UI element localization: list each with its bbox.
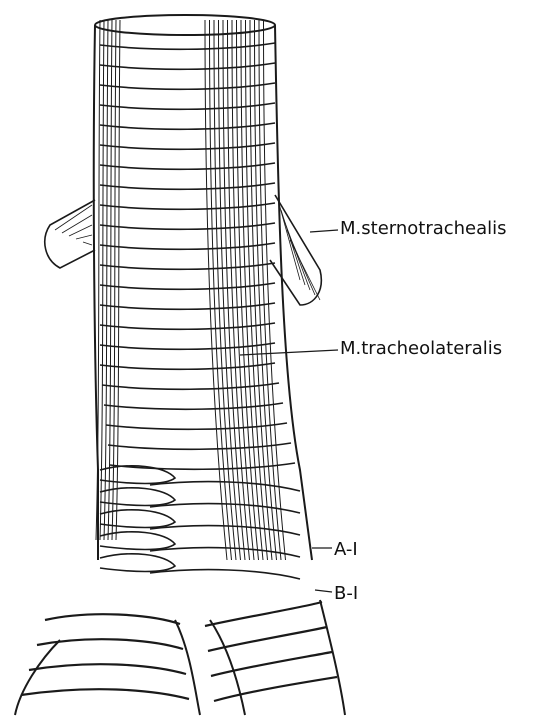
tracheal-ring <box>100 143 275 149</box>
bronchial-ring-right <box>150 548 300 557</box>
tracheal-ring <box>102 383 279 389</box>
tracheal-ring <box>100 343 275 349</box>
bronchus-ring-right <box>214 677 337 701</box>
tracheal-ring <box>100 303 275 309</box>
muscle-fiber-left <box>108 20 112 540</box>
tracheal-ring <box>100 103 275 109</box>
bronchial-ring-right <box>150 570 300 579</box>
tracheal-ring <box>100 123 275 129</box>
tracheal-ring <box>100 43 275 49</box>
tracheal-ring <box>108 443 291 449</box>
sternotrachealis-fiber <box>83 242 92 245</box>
tracheal-ring <box>100 163 275 169</box>
bronchial-ring-left <box>100 488 175 506</box>
tracheal-ring <box>100 203 275 209</box>
bronchus-ring-left <box>29 664 186 674</box>
muscle-fiber-left <box>100 20 104 540</box>
trachea-outline <box>94 25 312 560</box>
sternotrachealis-left <box>45 200 95 268</box>
muscle-fiber-left <box>116 20 120 540</box>
label-b-i: B-I <box>334 585 358 603</box>
tracheal-ring <box>100 323 275 329</box>
bronchial-ring-left <box>100 510 175 528</box>
label-m-sternotrachealis: M.sternotrachealis <box>340 220 507 238</box>
tracheal-ring <box>100 183 275 189</box>
muscle-fiber-right <box>259 20 281 560</box>
sternotrachealis-fiber <box>62 215 92 233</box>
tracheal-ring <box>104 403 283 409</box>
bronchus-ring-left <box>45 614 180 624</box>
sternotrachealis-fiber <box>76 235 92 239</box>
tracheal-rings <box>94 15 312 560</box>
muscle-fiber-right <box>255 20 277 560</box>
bronchial-ring-right <box>150 504 300 513</box>
tracheal-ring <box>100 63 275 69</box>
muscle-fiber-right <box>250 20 272 560</box>
tracheal-ring <box>100 83 275 89</box>
bronchus-ring-left <box>21 689 189 699</box>
bronchus-ring-right <box>205 602 322 626</box>
bronchial-rings <box>15 466 345 715</box>
trachea-top-cut <box>95 15 275 35</box>
bronchial-ring-left <box>100 554 175 572</box>
bronchial-ring-left <box>100 532 175 550</box>
tracheal-ring <box>100 283 275 289</box>
leader-b-i <box>315 590 332 592</box>
tracheal-ring <box>100 223 275 229</box>
tracheal-ring <box>106 423 287 429</box>
bronchus-ring-right <box>208 627 327 651</box>
muscle-fiber-left <box>112 20 116 540</box>
sternotrachealis-fiber <box>290 240 320 300</box>
muscle-fiber-left <box>104 20 108 540</box>
bronchus-ring-left <box>37 639 183 649</box>
label-a-i: A-I <box>334 541 358 559</box>
label-m-tracheolateralis: M.tracheolateralis <box>340 340 502 358</box>
leader-sternotrachealis <box>310 230 338 232</box>
leader-tracheolateralis <box>240 350 338 355</box>
